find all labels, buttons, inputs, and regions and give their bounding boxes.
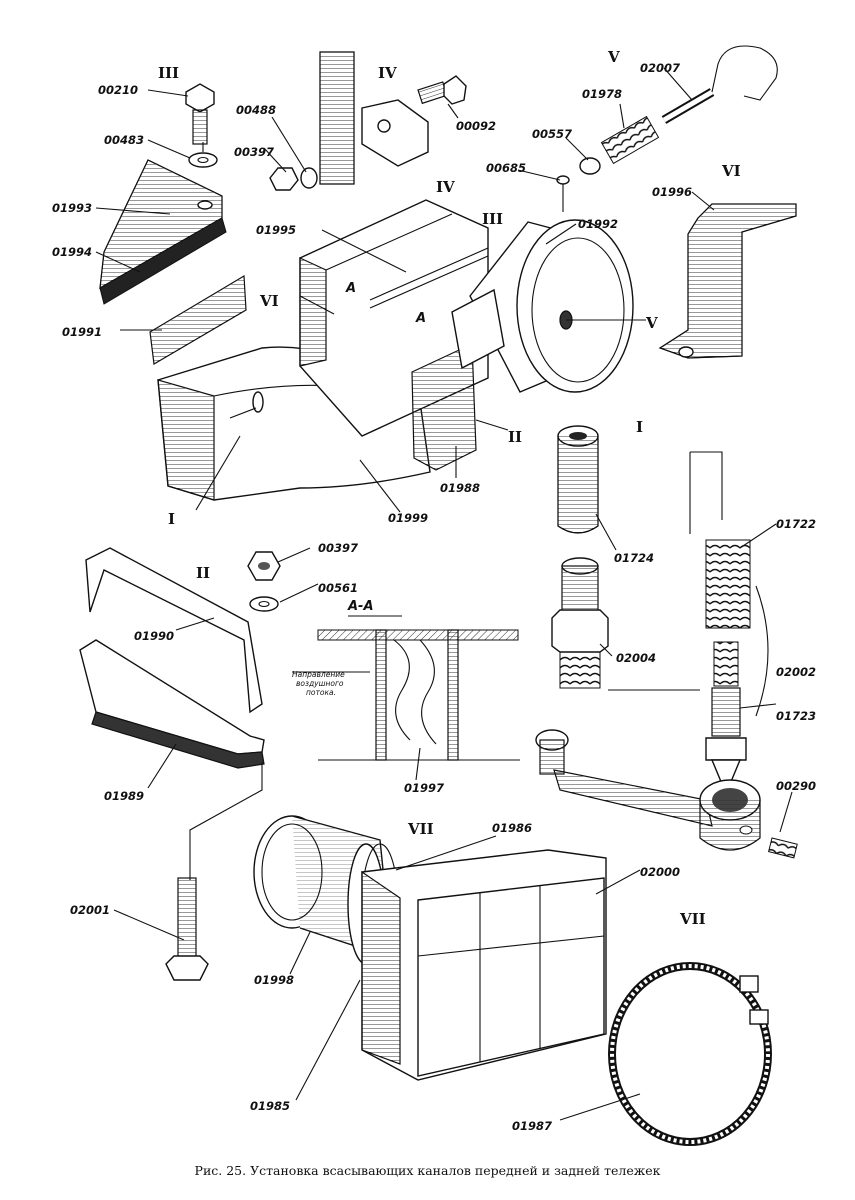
bracket-plate bbox=[319, 51, 355, 185]
fitting-02004 bbox=[551, 557, 609, 689]
part-number: 00561 bbox=[318, 581, 358, 595]
group-iv-bracket bbox=[269, 51, 467, 191]
part-number: 01996 bbox=[652, 185, 692, 199]
part-number: 01722 bbox=[776, 517, 816, 531]
roman-label: VII bbox=[679, 910, 706, 928]
part-number: 01978 bbox=[582, 87, 622, 101]
roman-label: VI bbox=[259, 292, 279, 310]
part-number: 02004 bbox=[616, 651, 656, 665]
spring-01722 bbox=[705, 539, 751, 629]
part-number: 01985 bbox=[250, 1099, 290, 1113]
roman-label: IV bbox=[436, 178, 455, 196]
roman-label: IV bbox=[378, 64, 397, 82]
bolt-02001 bbox=[165, 877, 209, 981]
roman-label: III bbox=[158, 64, 179, 82]
part-number: 01987 bbox=[512, 1119, 552, 1133]
section-mark: А bbox=[415, 311, 426, 326]
roman-label: II bbox=[196, 564, 210, 582]
group-i-coupling bbox=[535, 425, 798, 859]
part-number: 00210 bbox=[98, 83, 138, 97]
section-mark: А bbox=[345, 281, 356, 296]
flow-note-line3: потока. bbox=[306, 688, 336, 697]
section-title: А-А bbox=[347, 599, 374, 614]
part-number: 01989 bbox=[104, 789, 144, 803]
part-number: 00557 bbox=[532, 127, 572, 141]
part-number: 02002 bbox=[776, 665, 816, 679]
flow-note-line2: воздушного bbox=[296, 679, 344, 688]
part-number: 01723 bbox=[776, 709, 816, 723]
part-number: 01988 bbox=[440, 481, 480, 495]
roman-label: V bbox=[645, 314, 658, 332]
part-number: 01993 bbox=[52, 201, 92, 215]
part-number: 00290 bbox=[776, 779, 816, 793]
part-number: 01724 bbox=[614, 551, 654, 565]
part-number: 01995 bbox=[256, 223, 296, 237]
spring-01978 bbox=[600, 115, 660, 165]
figure-caption: Рис. 25. Установка всасывающих каналов п… bbox=[194, 1163, 661, 1178]
part-number: 01992 bbox=[578, 217, 618, 231]
screw-00290 bbox=[768, 837, 798, 859]
part-number: 02007 bbox=[640, 61, 680, 75]
flange-01991 bbox=[149, 274, 247, 365]
group-v-latch bbox=[556, 45, 778, 212]
roman-label: I bbox=[636, 418, 643, 436]
bolt-00210 bbox=[185, 83, 215, 145]
part-number: 00685 bbox=[486, 161, 526, 175]
roman-label: II bbox=[508, 428, 522, 446]
flow-note-line1: Направление bbox=[292, 670, 345, 679]
roman-label: VI bbox=[721, 162, 741, 180]
nut-00397 bbox=[269, 167, 299, 191]
part-number: 00397 bbox=[234, 145, 274, 159]
cotter-pin-00685 bbox=[556, 175, 570, 212]
washer-00561 bbox=[249, 596, 279, 612]
part-number: 01991 bbox=[62, 325, 102, 339]
part-number: 00397 bbox=[318, 541, 358, 555]
washer-00488 bbox=[300, 167, 318, 189]
group-iii-mounting bbox=[99, 83, 227, 305]
sleeve-01724 bbox=[557, 425, 599, 534]
fan-housing-01992 bbox=[451, 219, 640, 393]
part-number: 00483 bbox=[104, 133, 144, 147]
part-number: 01990 bbox=[134, 629, 174, 643]
plate-01993 bbox=[99, 159, 227, 305]
frame-01989 bbox=[91, 711, 265, 769]
bracket-01996 bbox=[658, 203, 797, 359]
outlet-02000 bbox=[361, 849, 607, 1081]
part-number: 02000 bbox=[640, 865, 680, 879]
labels: III IV V VI IV III VI V II I I II VII VI… bbox=[52, 48, 816, 1133]
roman-label: VII bbox=[407, 820, 434, 838]
ring-clamp-01987 bbox=[608, 962, 772, 1146]
frame-group-ii bbox=[79, 547, 281, 981]
part-number: 01998 bbox=[254, 973, 294, 987]
part-number: 01997 bbox=[404, 781, 444, 795]
bolt-00092 bbox=[417, 75, 467, 105]
part-number: 02001 bbox=[70, 903, 110, 917]
roman-label: V bbox=[607, 48, 620, 66]
angle-bracket bbox=[361, 99, 429, 167]
exploded-view-svg: III IV V VI IV III VI V II I I II VII VI… bbox=[52, 45, 816, 1146]
latch-i bbox=[229, 391, 264, 419]
roman-label: I bbox=[168, 510, 175, 528]
part-number: 01994 bbox=[52, 245, 92, 259]
washer-00483 bbox=[188, 152, 218, 168]
leader-lines bbox=[95, 67, 793, 1121]
rod-02007 bbox=[661, 45, 778, 124]
lever-arm bbox=[535, 729, 761, 851]
roman-label: III bbox=[482, 210, 503, 228]
part-number: 00488 bbox=[236, 103, 276, 117]
shaft-01723 bbox=[705, 641, 747, 785]
frame-01990 bbox=[85, 547, 263, 714]
part-number: 01999 bbox=[388, 511, 428, 525]
diffuser-assembly bbox=[253, 815, 607, 1081]
part-number: 00092 bbox=[456, 119, 496, 133]
section-a-a bbox=[292, 615, 520, 781]
washer-00557 bbox=[579, 157, 601, 175]
part-number: 01986 bbox=[492, 821, 532, 835]
